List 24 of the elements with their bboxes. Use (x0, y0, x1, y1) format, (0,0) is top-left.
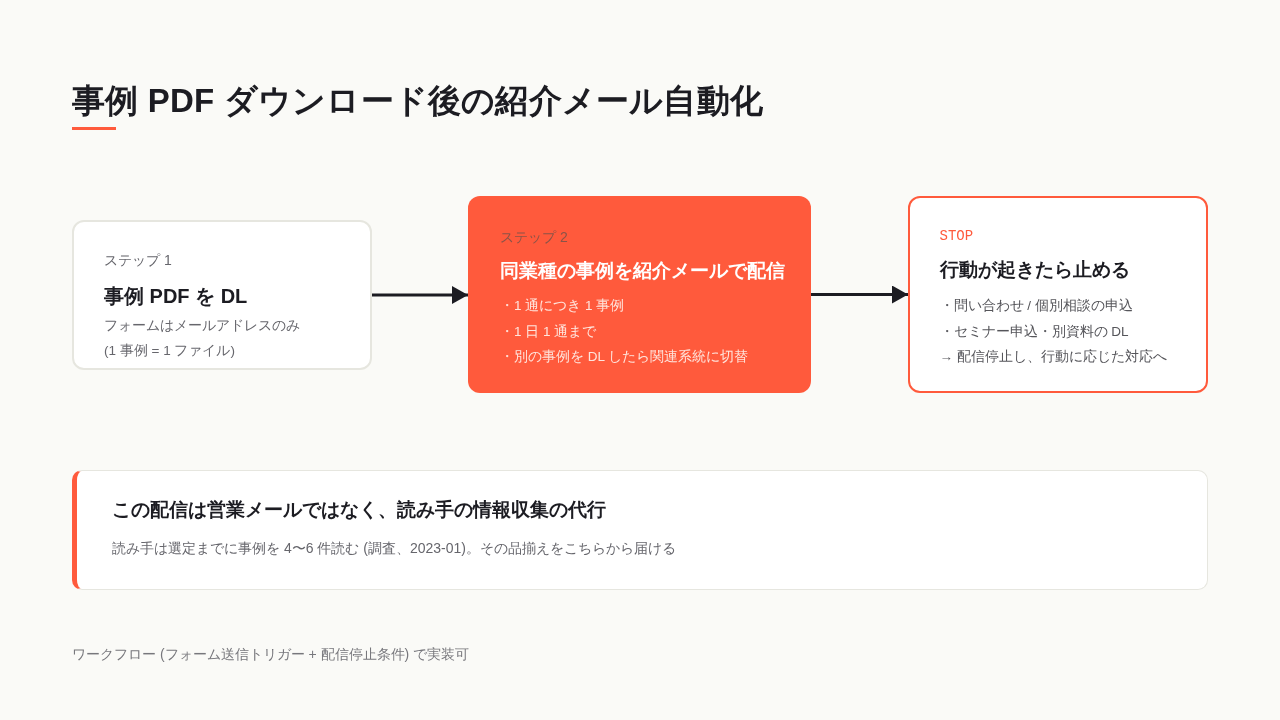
stop-card (908, 196, 1208, 393)
step-card (72, 220, 372, 370)
arrow (811, 285, 908, 304)
note-heading: この配信は営業メールではなく、読み手の情報収集の代行 (112, 498, 606, 523)
arrow (372, 286, 468, 304)
step-label: ステップ 2 (500, 227, 568, 247)
highlight-card (468, 196, 811, 393)
stop-label: STOP (939, 227, 974, 246)
page-title: 事例 PDF ダウンロード後の紹介メール自動化 (72, 80, 763, 121)
card-heading: 同業種の事例を紹介メールで配信 (500, 258, 785, 283)
bullet-item: ・別の事例を DL したら関連系統に切替 (500, 348, 749, 366)
bullet-item: ・1 日 1 通まで (500, 323, 597, 341)
bullet-item: ・セミナー申込・別資料の DL (939, 322, 1129, 341)
step-label: ステップ 1 (104, 250, 172, 270)
card-heading: 事例 PDF を DL (104, 284, 248, 309)
bullet-item: → 配信停止し、行動に応じた対応へ (939, 347, 1167, 366)
note-card (72, 470, 1208, 590)
card-heading: 行動が起きたら止める (939, 258, 1130, 283)
note-text: 読み手は選定までに事例を 4〜6 件読む (調査、2023-01)。その品揃えをこちらから届ける (112, 539, 676, 558)
bullet-item: ・1 通につき 1 事例 (500, 297, 625, 315)
footnote: ワークフロー (フォーム送信トリガー + 配信停止条件) で実装可 (72, 644, 470, 664)
bullet-item: ・問い合わせ / 個別相談の申込 (939, 296, 1133, 315)
card-text: (1 事例 = 1 ファイル) (104, 342, 235, 360)
card-text: フォームはメールアドレスのみ (104, 317, 300, 335)
